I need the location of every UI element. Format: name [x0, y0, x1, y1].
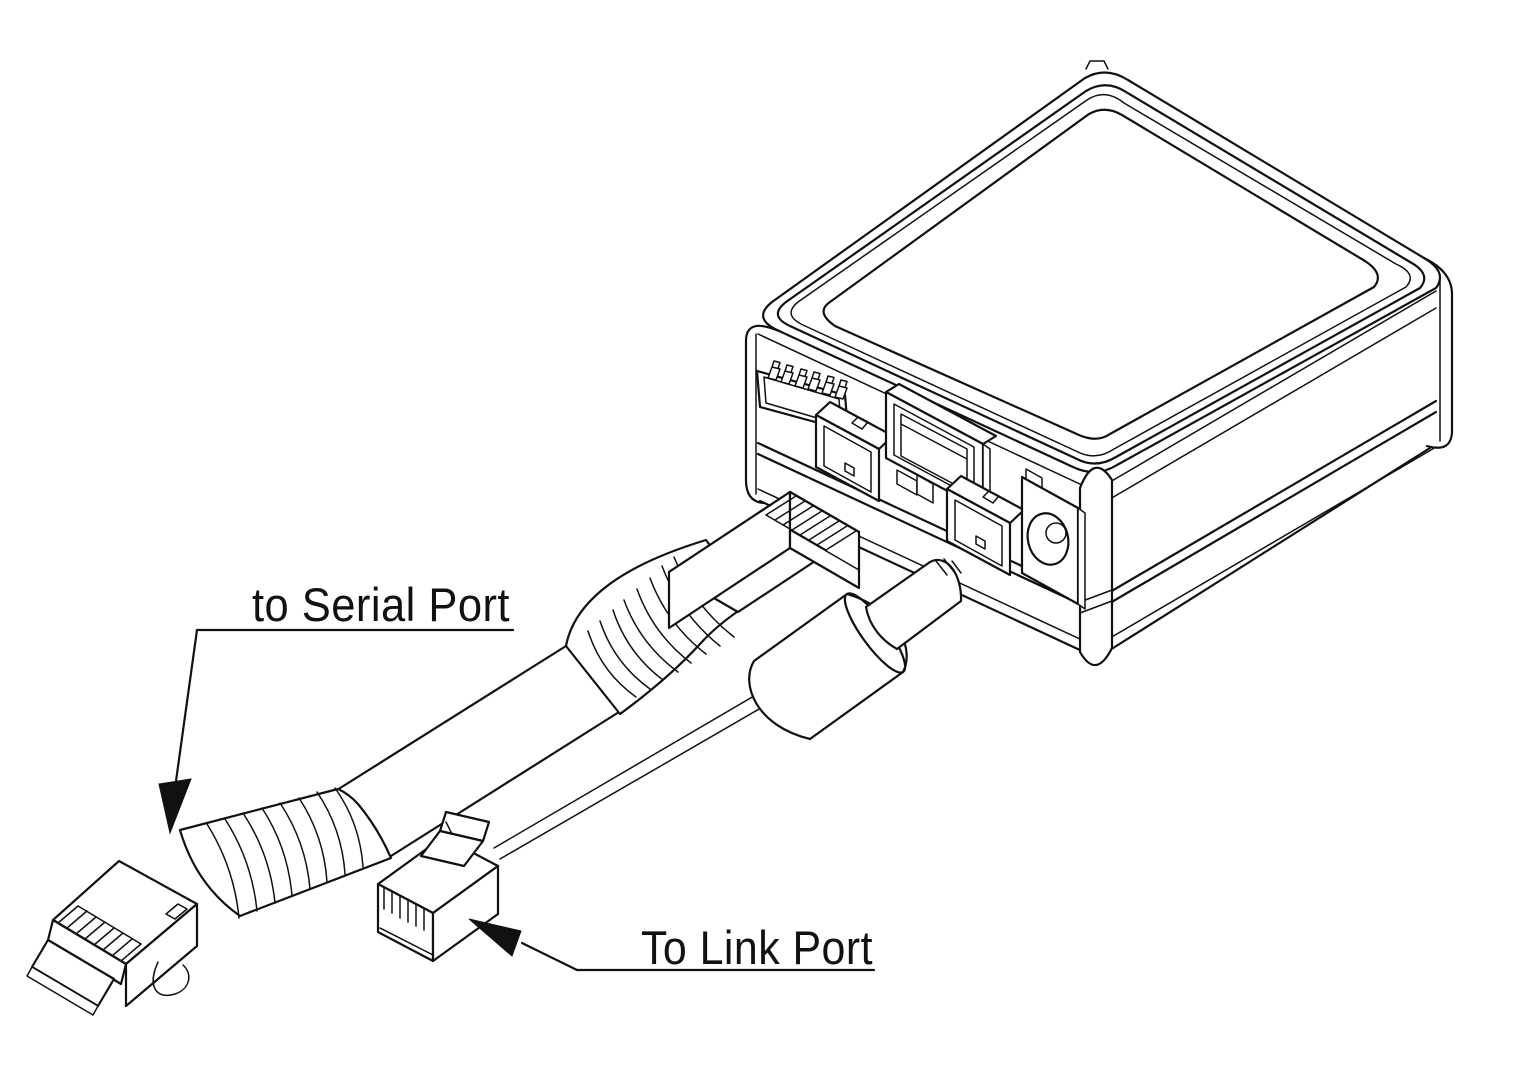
strain-relief-boot-lower — [178, 787, 393, 919]
dc-barrel-plug — [748, 558, 963, 741]
corner-pillar-right — [1422, 256, 1454, 449]
rj11-contacts — [379, 886, 434, 956]
cable-tube — [335, 644, 621, 858]
rj11-plug — [376, 810, 500, 963]
modular-jack-1 — [814, 400, 895, 503]
callout-leader-line — [520, 941, 579, 972]
corner-pillar-left — [744, 324, 781, 505]
power-cord — [493, 688, 774, 860]
callout-leader-line — [174, 628, 199, 783]
rj45-plug-upper — [667, 490, 861, 630]
plug-tip-hatch — [935, 558, 962, 576]
callout-arrowhead — [468, 918, 522, 957]
device-box-body — [752, 66, 1448, 658]
callout-link-port: To Link Port — [468, 918, 876, 974]
device-ports — [755, 360, 1086, 610]
rj45-contacts-upper — [765, 495, 857, 551]
rj45-contacts-lower — [57, 905, 142, 962]
rj45-latch-lower — [152, 961, 190, 997]
serial-port-label: to Serial Port — [252, 578, 510, 631]
callout-serial-port: to Serial Port — [158, 578, 515, 835]
rj45-plug-lower — [26, 859, 199, 1016]
link-port-label: To Link Port — [641, 921, 873, 974]
dc-power-jack — [1020, 468, 1086, 610]
callout-arrowhead — [158, 778, 192, 835]
pin-header-pins — [767, 360, 848, 400]
serial-cable — [26, 490, 861, 1016]
rj11-latch — [419, 810, 491, 868]
